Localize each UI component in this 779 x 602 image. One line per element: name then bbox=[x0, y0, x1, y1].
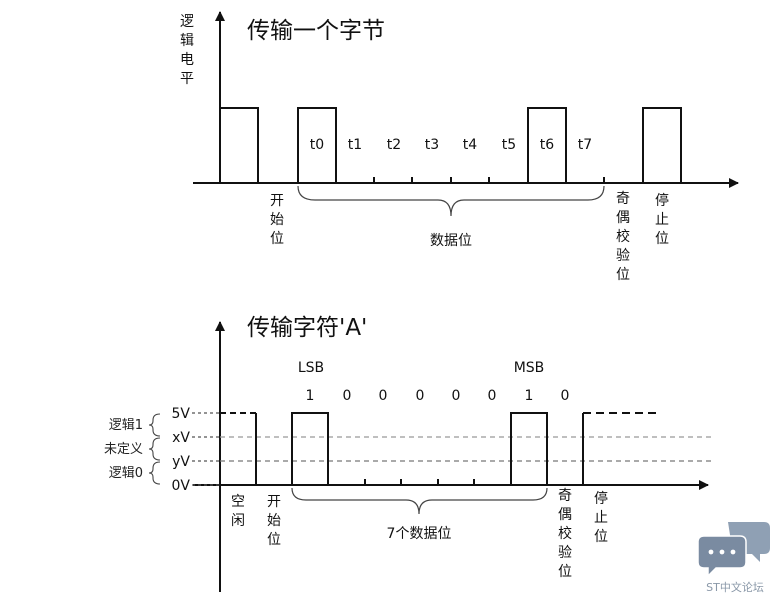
y-axis-label-char: 平 bbox=[180, 71, 194, 87]
start-bit-label-char: 开 bbox=[270, 193, 284, 209]
start-pulse bbox=[219, 107, 259, 184]
bit-value: 0 bbox=[561, 388, 570, 404]
bit-label: t6 bbox=[540, 137, 554, 153]
bit-ticks bbox=[364, 479, 548, 485]
parity-bit-label-char: 位 bbox=[558, 564, 572, 580]
level-label-yv: yV bbox=[172, 454, 190, 470]
bit-label: t1 bbox=[348, 137, 362, 153]
start-bit-label-char: 位 bbox=[267, 532, 281, 548]
stop-bit-label-char: 停 bbox=[655, 192, 669, 209]
data-bits-brace bbox=[291, 487, 548, 515]
bit-label: t2 bbox=[387, 137, 401, 153]
diagram-title: 传输一个字节 bbox=[247, 18, 385, 44]
parity-bit-label-char: 校 bbox=[616, 228, 630, 245]
bit-value: 1 bbox=[306, 388, 315, 404]
logic1-brace bbox=[148, 413, 161, 437]
diagram-char-a-transmission: 传输字符'A' LSB MSB 1 0 0 0 0 0 1 0 bbox=[104, 315, 712, 592]
bit-label: t5 bbox=[502, 137, 516, 153]
bit-value: 1 bbox=[525, 388, 534, 404]
chat-bubbles-icon bbox=[697, 522, 770, 578]
idle-label-char: 闲 bbox=[231, 513, 245, 529]
stop-bit-label-char: 止 bbox=[655, 212, 669, 228]
parity-bit-label-char: 验 bbox=[558, 545, 572, 561]
bit-pulse-msb bbox=[510, 412, 548, 486]
bit-label: t4 bbox=[463, 137, 477, 153]
watermark-text: ST中文论坛 bbox=[706, 580, 764, 594]
bit-ticks bbox=[373, 177, 605, 183]
start-bit-label-char: 始 bbox=[270, 212, 284, 228]
bit-value: 0 bbox=[343, 388, 352, 404]
parity-bit-label-char: 偶 bbox=[558, 507, 572, 523]
start-bit-label-char: 开 bbox=[267, 494, 281, 510]
watermark: ST中文论坛 bbox=[697, 522, 770, 594]
bit-pulse-t0 bbox=[297, 107, 337, 184]
data-bits-label: 7个数据位 bbox=[387, 526, 452, 542]
bit-value: 0 bbox=[416, 388, 425, 404]
msb-label: MSB bbox=[514, 360, 545, 376]
parity-bit-label-char: 偶 bbox=[616, 210, 630, 226]
idle-label-char: 空 bbox=[231, 494, 245, 510]
diagram-byte-transmission: 逻 辑 电 平 传输一个字节 t0 t1 t2 t3 t4 t5 t6 t7 数… bbox=[180, 11, 739, 283]
lsb-label: LSB bbox=[298, 360, 324, 376]
y-axis-label-char: 电 bbox=[180, 52, 194, 68]
y-axis-label-char: 逻 bbox=[180, 14, 194, 30]
bit-pulse-lsb bbox=[291, 412, 329, 486]
data-bits-brace bbox=[297, 185, 605, 217]
stop-bit-label-char: 位 bbox=[655, 231, 669, 247]
parity-bit-label-char: 奇 bbox=[616, 190, 630, 207]
bit-label: t0 bbox=[310, 137, 324, 153]
parity-bit-label-char: 奇 bbox=[558, 487, 572, 504]
bit-label: t7 bbox=[578, 137, 592, 153]
start-bit-label-char: 位 bbox=[270, 231, 284, 247]
stop-bit-label-char: 止 bbox=[594, 510, 608, 526]
undefined-label: 未定义 bbox=[104, 442, 143, 457]
level-label-5v: 5V bbox=[172, 406, 191, 422]
bit-label: t3 bbox=[425, 137, 439, 153]
stop-bit-label-char: 位 bbox=[594, 529, 608, 545]
parity-bit-label-char: 位 bbox=[616, 267, 630, 283]
bit-pulse-t6 bbox=[527, 107, 567, 184]
stop-bit-label-char: 停 bbox=[594, 490, 608, 507]
stop-pulse bbox=[642, 107, 682, 184]
level-label-0v: 0V bbox=[172, 478, 191, 494]
undefined-brace bbox=[148, 437, 161, 461]
bit-value: 0 bbox=[452, 388, 461, 404]
bit-value: 0 bbox=[488, 388, 497, 404]
level-label-xv: xV bbox=[172, 430, 190, 446]
data-bits-label: 数据位 bbox=[430, 233, 472, 249]
parity-bit-label-char: 校 bbox=[558, 525, 572, 542]
bit-value: 0 bbox=[379, 388, 388, 404]
logic0-label: 逻辑0 bbox=[109, 466, 143, 481]
level-markers bbox=[192, 412, 220, 486]
logic0-brace bbox=[148, 461, 161, 485]
start-bit-label-char: 始 bbox=[267, 513, 281, 529]
logic1-label: 逻辑1 bbox=[109, 418, 143, 433]
y-axis-label-char: 辑 bbox=[180, 33, 194, 49]
diagram-title: 传输字符'A' bbox=[247, 315, 367, 341]
parity-bit-label-char: 验 bbox=[616, 248, 630, 264]
